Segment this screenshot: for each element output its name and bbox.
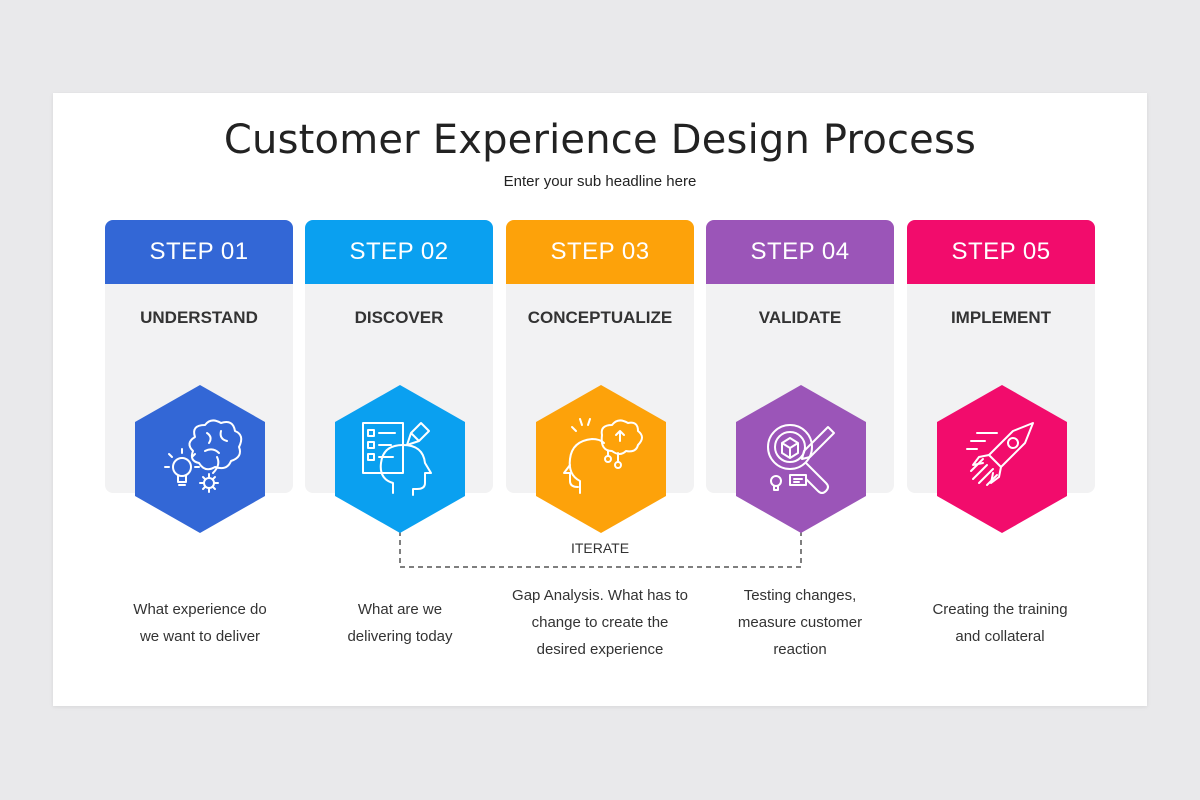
- step-description-1: What experience do we want to deliver: [100, 596, 300, 650]
- step-name-1: UNDERSTAND: [140, 308, 258, 327]
- page-title: Customer Experience Design Process: [223, 117, 977, 163]
- description-line: What experience do: [133, 601, 267, 618]
- description-line: change to create the: [531, 614, 669, 631]
- step-name-2: DISCOVER: [354, 308, 444, 327]
- step-description-4: Testing changes, measure customer reacti…: [700, 582, 900, 663]
- step-hexagon-5: [937, 385, 1067, 533]
- head-checklist-icon: [362, 422, 432, 496]
- step-header-4: STEP 04: [706, 220, 894, 284]
- step-header-3: STEP 03: [506, 220, 694, 284]
- step-header-1: STEP 01: [105, 220, 293, 284]
- description-line: delivering today: [347, 628, 453, 645]
- step-description-5: Creating the training and collateral: [900, 596, 1100, 650]
- step-hexagon-1: [135, 385, 265, 533]
- description-line: Creating the training: [932, 601, 1068, 618]
- step-hexagon-3: [536, 385, 666, 533]
- description-line: What are we: [357, 601, 443, 618]
- step-description-2: What are we delivering today: [300, 596, 500, 650]
- page-subtitle: Enter your sub headline here: [503, 173, 697, 190]
- description-line: desired experience: [536, 641, 664, 658]
- step-name-5: IMPLEMENT: [950, 308, 1052, 327]
- brain-lightbulb-gear-icon: [164, 419, 243, 493]
- step-description-3: Gap Analysis. What has to change to crea…: [500, 582, 700, 663]
- step-name-3: CONCEPTUALIZE: [527, 308, 673, 327]
- step-hexagon-2: [335, 385, 465, 533]
- step-hexagon-4: [736, 385, 866, 533]
- description-line: and collateral: [955, 628, 1045, 645]
- description-line: Gap Analysis. What has to: [512, 587, 688, 604]
- step-header-5: STEP 05: [907, 220, 1095, 284]
- description-line: measure customer: [737, 614, 863, 631]
- magnifier-pencil-icon: [767, 424, 835, 494]
- description-line: reaction: [773, 641, 827, 658]
- rocket-icon: [966, 422, 1034, 486]
- description-line: Testing changes,: [743, 587, 857, 604]
- step-name-4: VALIDATE: [758, 308, 842, 327]
- description-line: we want to deliver: [139, 628, 261, 645]
- step-header-2: STEP 02: [305, 220, 493, 284]
- iterate-label: ITERATE: [540, 540, 660, 556]
- head-idea-icon: [563, 418, 643, 494]
